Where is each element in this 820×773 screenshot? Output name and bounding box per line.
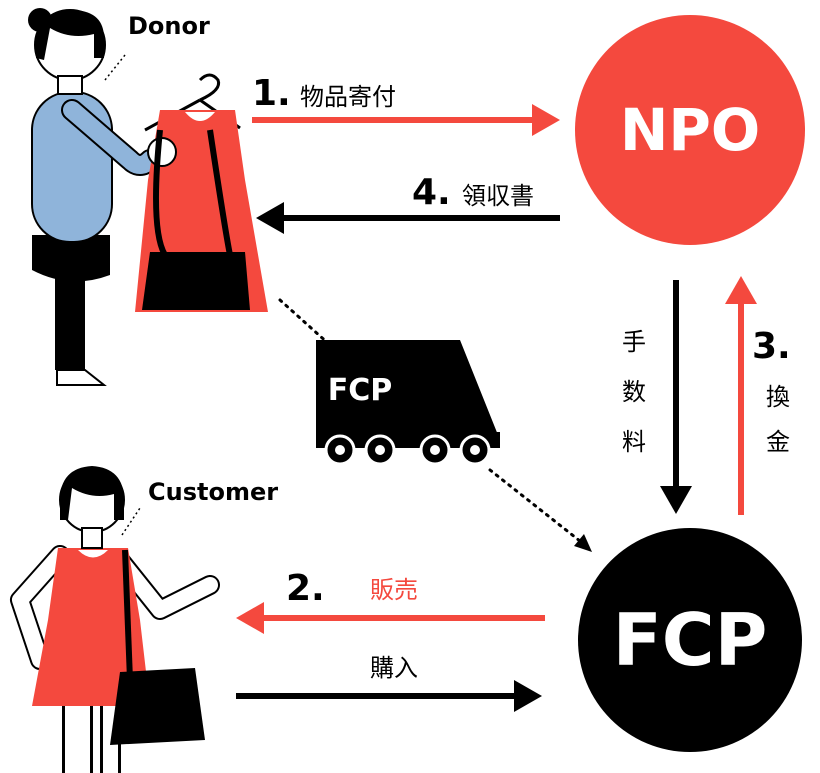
step-3-number: 3. xyxy=(752,326,791,367)
step-2-number: 2. xyxy=(286,568,325,609)
customer-label-pointer xyxy=(121,507,141,536)
donor-label: Donor xyxy=(128,12,210,40)
fee-char-2: 数 xyxy=(622,378,646,406)
truck-label: FCP xyxy=(328,373,393,408)
arrow-fee xyxy=(660,280,692,514)
cash-char-1: 換 xyxy=(766,383,790,411)
arrow-donate xyxy=(252,104,560,136)
fee-char-1: 手 xyxy=(622,328,646,356)
donated-dress xyxy=(135,73,268,312)
donor-label-pointer xyxy=(104,54,126,81)
fee-char-3: 料 xyxy=(622,428,646,456)
customer-figure xyxy=(10,466,220,773)
step-4-number: 4. xyxy=(412,172,451,213)
npo-label: NPO xyxy=(620,96,760,164)
cash-char-2: 金 xyxy=(766,428,790,456)
fcp-truck xyxy=(278,298,592,552)
arrow-receipt xyxy=(256,202,560,234)
npo-circle xyxy=(575,15,805,245)
step-2-text: 販売 xyxy=(370,576,418,604)
step-1-number: 1. xyxy=(252,73,291,114)
step-4-text: 領収書 xyxy=(462,182,534,210)
customer-label: Customer xyxy=(148,478,278,506)
arrow-cash xyxy=(725,276,757,515)
arrow-sell xyxy=(236,602,545,634)
arrow-buy xyxy=(236,680,542,712)
donor-figure xyxy=(28,8,161,386)
buy-text: 購入 xyxy=(370,654,418,682)
step-1-text: 物品寄付 xyxy=(300,83,396,111)
fcp-circle xyxy=(578,528,802,752)
fcp-label: FCP xyxy=(613,598,768,682)
